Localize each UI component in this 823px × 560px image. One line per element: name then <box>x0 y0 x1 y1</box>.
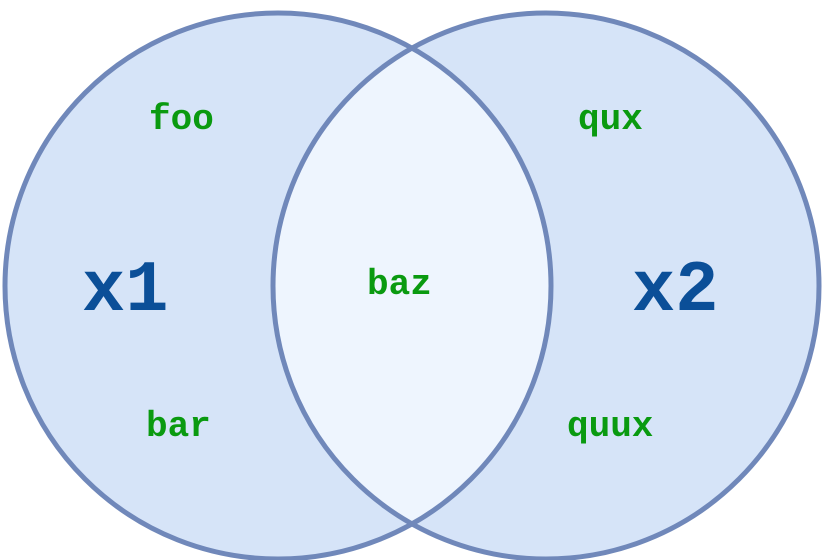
set-label-x2: x2 <box>632 250 719 332</box>
item-qux: qux <box>578 99 643 140</box>
item-bar: bar <box>146 406 211 447</box>
item-quux: quux <box>567 406 654 447</box>
item-foo: foo <box>149 99 214 140</box>
intersection-region <box>273 13 551 559</box>
item-baz: baz <box>367 264 432 305</box>
set-label-x1: x1 <box>82 250 169 332</box>
